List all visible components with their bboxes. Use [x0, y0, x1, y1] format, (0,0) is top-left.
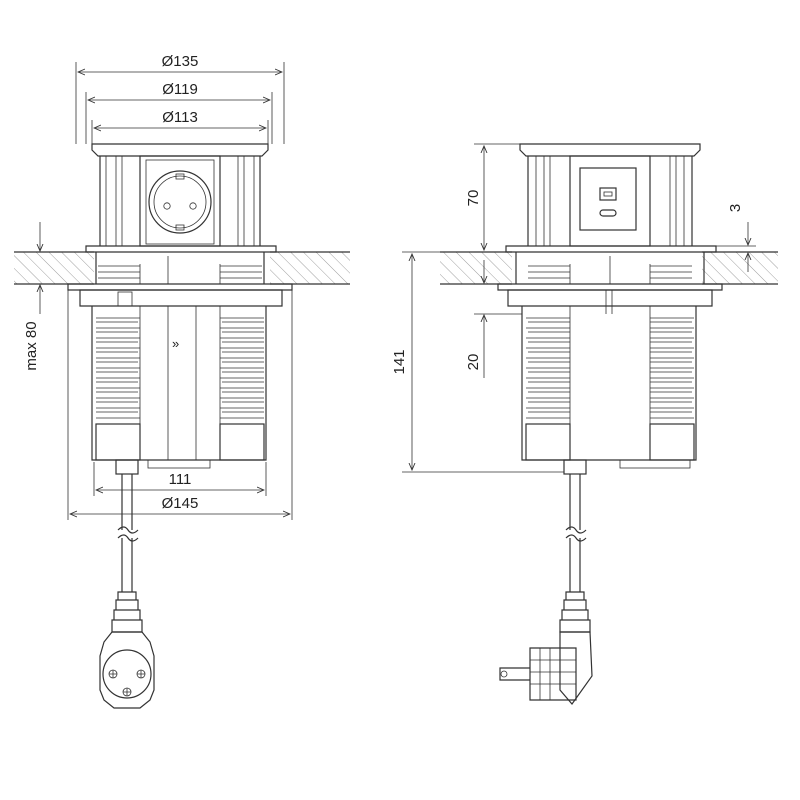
- label-d135: Ø135: [162, 53, 199, 70]
- dimension-h141: 141: [391, 251, 564, 473]
- spring-coils-upper-left: [98, 264, 262, 284]
- label-h20: 20: [465, 354, 482, 371]
- countertop-section-front: [14, 251, 350, 285]
- label-d111: 111: [169, 471, 192, 488]
- dimension-d113: Ø113: [91, 109, 269, 144]
- countertop-section-side: [440, 251, 778, 285]
- lower-housing-front: »: [67, 283, 293, 469]
- dimension-h20: 20: [465, 260, 522, 378]
- spring-ribs-right: [220, 317, 264, 419]
- spring-ribs-side-right: [650, 317, 694, 419]
- dimension-d135: Ø135: [75, 53, 285, 144]
- spring-ribs-left: [96, 317, 140, 419]
- label-max80: max 80: [23, 321, 40, 370]
- flange-side: [505, 245, 717, 253]
- cable-front: [115, 459, 139, 592]
- top-cap-side: [519, 143, 701, 157]
- dimension-h3: 3: [716, 204, 756, 272]
- label-h70: 70: [465, 190, 482, 207]
- front-view: » Ø135 Ø119: [14, 53, 350, 709]
- dimension-d145: Ø145: [67, 290, 293, 520]
- dimension-h70: 70: [465, 143, 520, 253]
- plug-front-icon: [99, 591, 155, 709]
- dimension-d111: 111: [93, 462, 267, 496]
- label-h3: 3: [727, 204, 744, 212]
- side-view: 70 3 141 20: [391, 143, 778, 705]
- spring-coils-upper-side: [528, 264, 692, 284]
- schuko-socket-icon: [148, 170, 212, 234]
- chevron-mark: »: [172, 336, 179, 351]
- spring-ribs-side-left: [526, 317, 570, 419]
- label-d113: Ø113: [162, 109, 198, 126]
- label-h141: 141: [391, 349, 408, 374]
- upper-body-front: [99, 155, 261, 247]
- label-d145: Ø145: [162, 495, 199, 512]
- inner-sleeve-front: [95, 252, 265, 284]
- cable-side: [563, 459, 587, 592]
- top-cap-front: [91, 143, 269, 157]
- lower-housing-side: [497, 283, 723, 469]
- plug-side-icon: [499, 591, 593, 705]
- label-d119: Ø119: [162, 81, 198, 98]
- dimension-d119: Ø119: [85, 81, 273, 144]
- inner-sleeve-side: [515, 252, 705, 284]
- flange-front: [85, 245, 277, 253]
- usb-port-icon: [599, 187, 617, 217]
- upper-body-side: [527, 155, 693, 247]
- dimension-max80: max 80: [23, 222, 40, 371]
